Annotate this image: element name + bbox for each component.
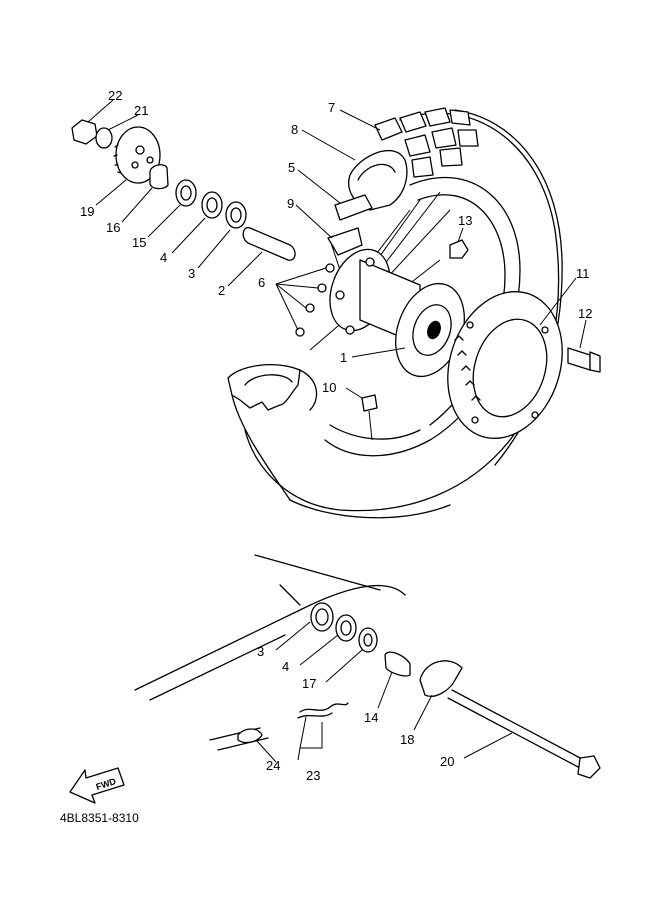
- collar-16: [149, 164, 169, 190]
- chain-puller-18: [419, 660, 463, 697]
- sprocket: [447, 291, 563, 439]
- tire-section: [227, 364, 301, 411]
- callout-5: 5: [288, 160, 295, 175]
- washer-21: [95, 127, 113, 149]
- callout-2: 2: [218, 283, 225, 298]
- callout-1: 1: [340, 350, 347, 365]
- lower-assembly: [134, 554, 601, 779]
- callout-6: 6: [258, 275, 265, 290]
- drawing-code: 4BL8351-8310: [60, 811, 139, 825]
- callout-16: 16: [106, 220, 120, 235]
- callout-17: 17: [302, 676, 316, 691]
- axle-20: [447, 689, 601, 779]
- left-side-components: [71, 119, 296, 261]
- callout-20: 20: [440, 754, 454, 769]
- callout-15: 15: [132, 235, 146, 250]
- bolts-6: [295, 263, 335, 337]
- fwd-arrow-icon: FWD: [69, 767, 125, 804]
- callout-4-lower: 4: [282, 659, 289, 674]
- spacer-2: [242, 226, 296, 261]
- nut-22: [71, 119, 98, 145]
- hub: [329, 248, 465, 378]
- callout-10: 10: [322, 380, 336, 395]
- callout-3-upper: 3: [188, 266, 195, 281]
- callout-7: 7: [328, 100, 335, 115]
- callout-14: 14: [364, 710, 378, 725]
- rim-lock: [327, 227, 363, 256]
- valve-cap: [361, 394, 378, 412]
- callout-12: 12: [578, 306, 592, 321]
- chain-parts: [237, 702, 349, 744]
- nut-13: [449, 239, 469, 259]
- callout-3-lower: 3: [257, 644, 264, 659]
- leader-lines: [87, 99, 587, 763]
- callout-8: 8: [291, 122, 298, 137]
- rim-band: [334, 194, 373, 221]
- callout-labels: 22 21 19 16 15 4 3 2 7 8 5 9 6 1 10 13 1…: [80, 88, 592, 783]
- callout-4-upper: 4: [160, 250, 167, 265]
- gear-19: [113, 126, 161, 184]
- sprocket-bolt: [567, 347, 601, 373]
- callout-9: 9: [287, 196, 294, 211]
- callout-11: 11: [576, 266, 590, 281]
- tire-tread: [374, 107, 479, 178]
- callout-23: 23: [306, 768, 320, 783]
- callout-13: 13: [458, 213, 472, 228]
- callout-24: 24: [266, 758, 280, 773]
- callout-18: 18: [400, 732, 414, 747]
- callout-22: 22: [108, 88, 122, 103]
- collar-14: [384, 651, 411, 677]
- callout-19: 19: [80, 204, 94, 219]
- callout-21: 21: [134, 103, 148, 118]
- rear-wheel-assembly: [227, 107, 601, 519]
